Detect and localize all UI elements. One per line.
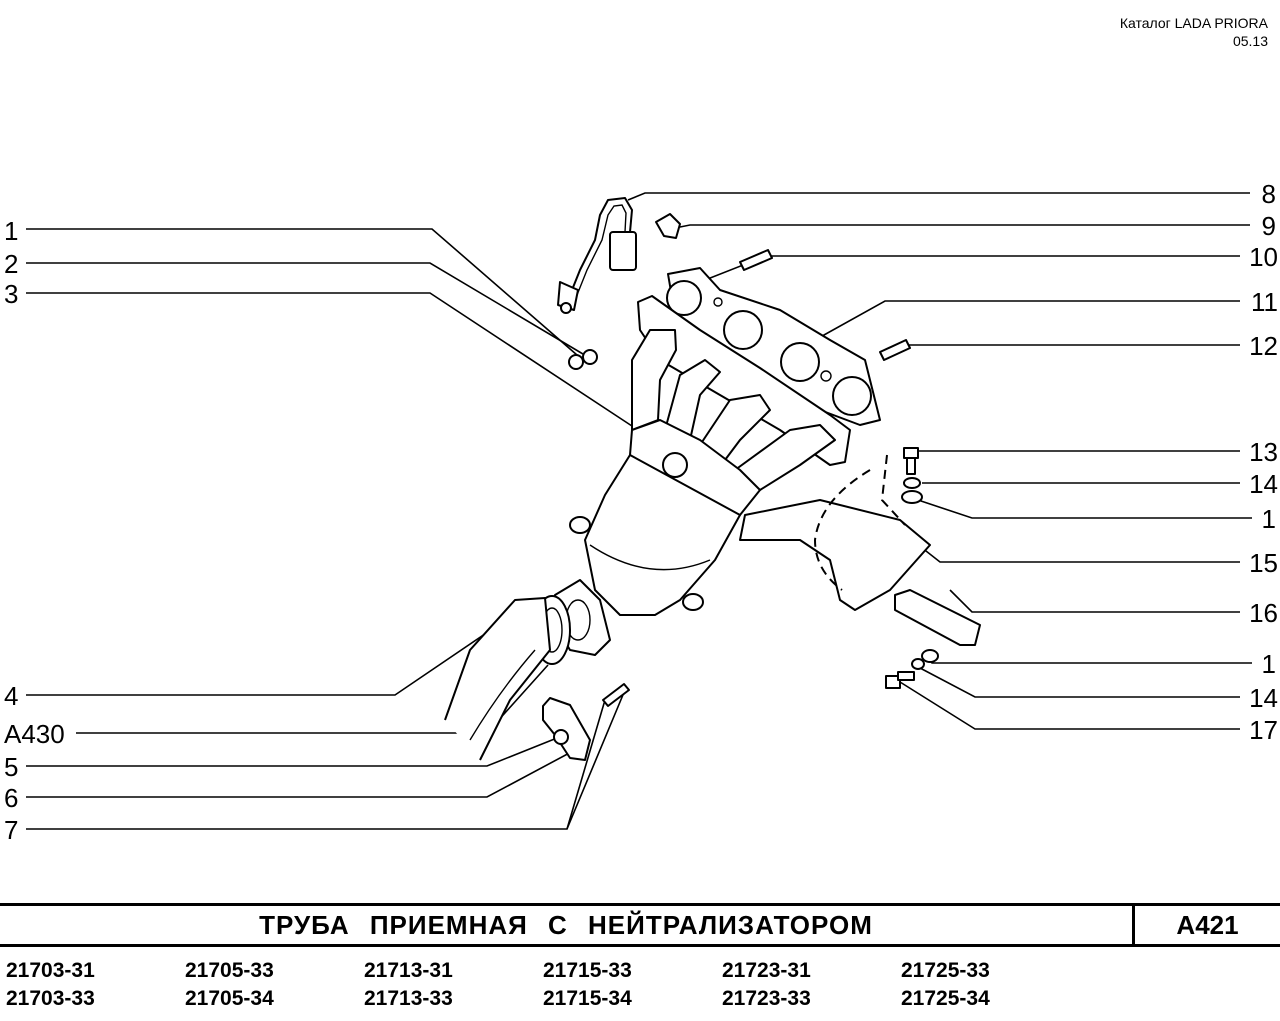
callout-labels-right: 8 9 10 11 12 13 14 1 15 16 1 14 17: [1249, 179, 1278, 745]
clamp-clip: [655, 213, 681, 239]
stud-7: [602, 683, 630, 707]
callout-9: 9: [1262, 211, 1276, 241]
support-bracket-16: [894, 589, 981, 646]
front-pipe: [444, 597, 551, 761]
dashed-path: [813, 454, 906, 591]
model-code: 21705-33: [185, 959, 274, 982]
callout-15: 15: [1249, 548, 1278, 578]
callout-4: 4: [4, 681, 18, 711]
model-code: 21723-33: [722, 987, 811, 1010]
model-code: 21713-31: [364, 959, 453, 982]
oxygen-sensor: [557, 197, 637, 314]
callout-16: 16: [1249, 598, 1278, 628]
collector-cone: [629, 419, 761, 516]
catalytic-converter: [569, 454, 741, 616]
callout-a430: A430: [4, 719, 65, 749]
model-code: 21725-34: [901, 987, 990, 1010]
bracket-6: [542, 697, 591, 761]
stud-12: [879, 339, 911, 361]
callout-labels-left: 1 2 3 4 A430 5 6 7: [4, 216, 65, 845]
callout-7: 7: [4, 815, 18, 845]
model-codes: 21703-31 21703-33 21705-33 21705-34 2171…: [0, 956, 1280, 1016]
catalog-header: Каталог LADA PRIORA 05.13: [1120, 14, 1268, 50]
callout-1-right-upper: 1: [1262, 504, 1276, 534]
callout-14: 14: [1249, 469, 1278, 499]
callout-1: 1: [4, 216, 18, 246]
catalog-name: Каталог LADA PRIORA: [1119, 15, 1268, 31]
section-code: A421: [1176, 910, 1239, 940]
leader-lines-left: [26, 228, 636, 830]
callout-17: 17: [1249, 715, 1278, 745]
callout-3: 3: [4, 279, 18, 309]
model-code: 21703-31: [6, 959, 95, 982]
callout-5: 5: [4, 752, 18, 782]
exploded-parts-diagram: 1 2 3 4 A430 5 6 7 8 9 10 11 12 13 14 1 …: [4, 179, 1278, 845]
nut-5: [553, 729, 569, 745]
model-code: 21723-31: [722, 959, 811, 982]
callout-14-lower: 14: [1249, 683, 1278, 713]
stud-10: [739, 249, 773, 271]
callout-8: 8: [1262, 179, 1276, 209]
model-code: 21715-33: [543, 959, 632, 982]
callout-10: 10: [1249, 242, 1278, 272]
model-code: 21703-33: [6, 987, 95, 1010]
page-title: ТРУБА ПРИЕМНАЯ С НЕЙТРАЛИЗАТОРОМ: [259, 910, 873, 940]
model-code: 21725-33: [901, 959, 990, 982]
callout-12: 12: [1249, 331, 1278, 361]
title-divider: [1132, 906, 1135, 944]
title-bar: ТРУБА ПРИЕМНАЯ С НЕЙТРАЛИЗАТОРОМ A421: [0, 903, 1280, 947]
callout-1-right-lower: 1: [1262, 649, 1276, 679]
callout-6: 6: [4, 783, 18, 813]
nut-washer-2: [568, 349, 598, 370]
callout-2: 2: [4, 249, 18, 279]
callout-13: 13: [1249, 437, 1278, 467]
model-code: 21713-33: [364, 987, 453, 1010]
washers-and-bolt-lower: [885, 649, 939, 689]
catalog-date: 05.13: [1232, 33, 1268, 49]
model-code: 21715-34: [543, 987, 632, 1010]
mount-bracket-15: [739, 499, 931, 611]
washers-14-1-upper: [901, 477, 923, 504]
bolt-13: [903, 447, 919, 475]
callout-11: 11: [1251, 287, 1278, 317]
model-code: 21705-34: [185, 987, 274, 1010]
